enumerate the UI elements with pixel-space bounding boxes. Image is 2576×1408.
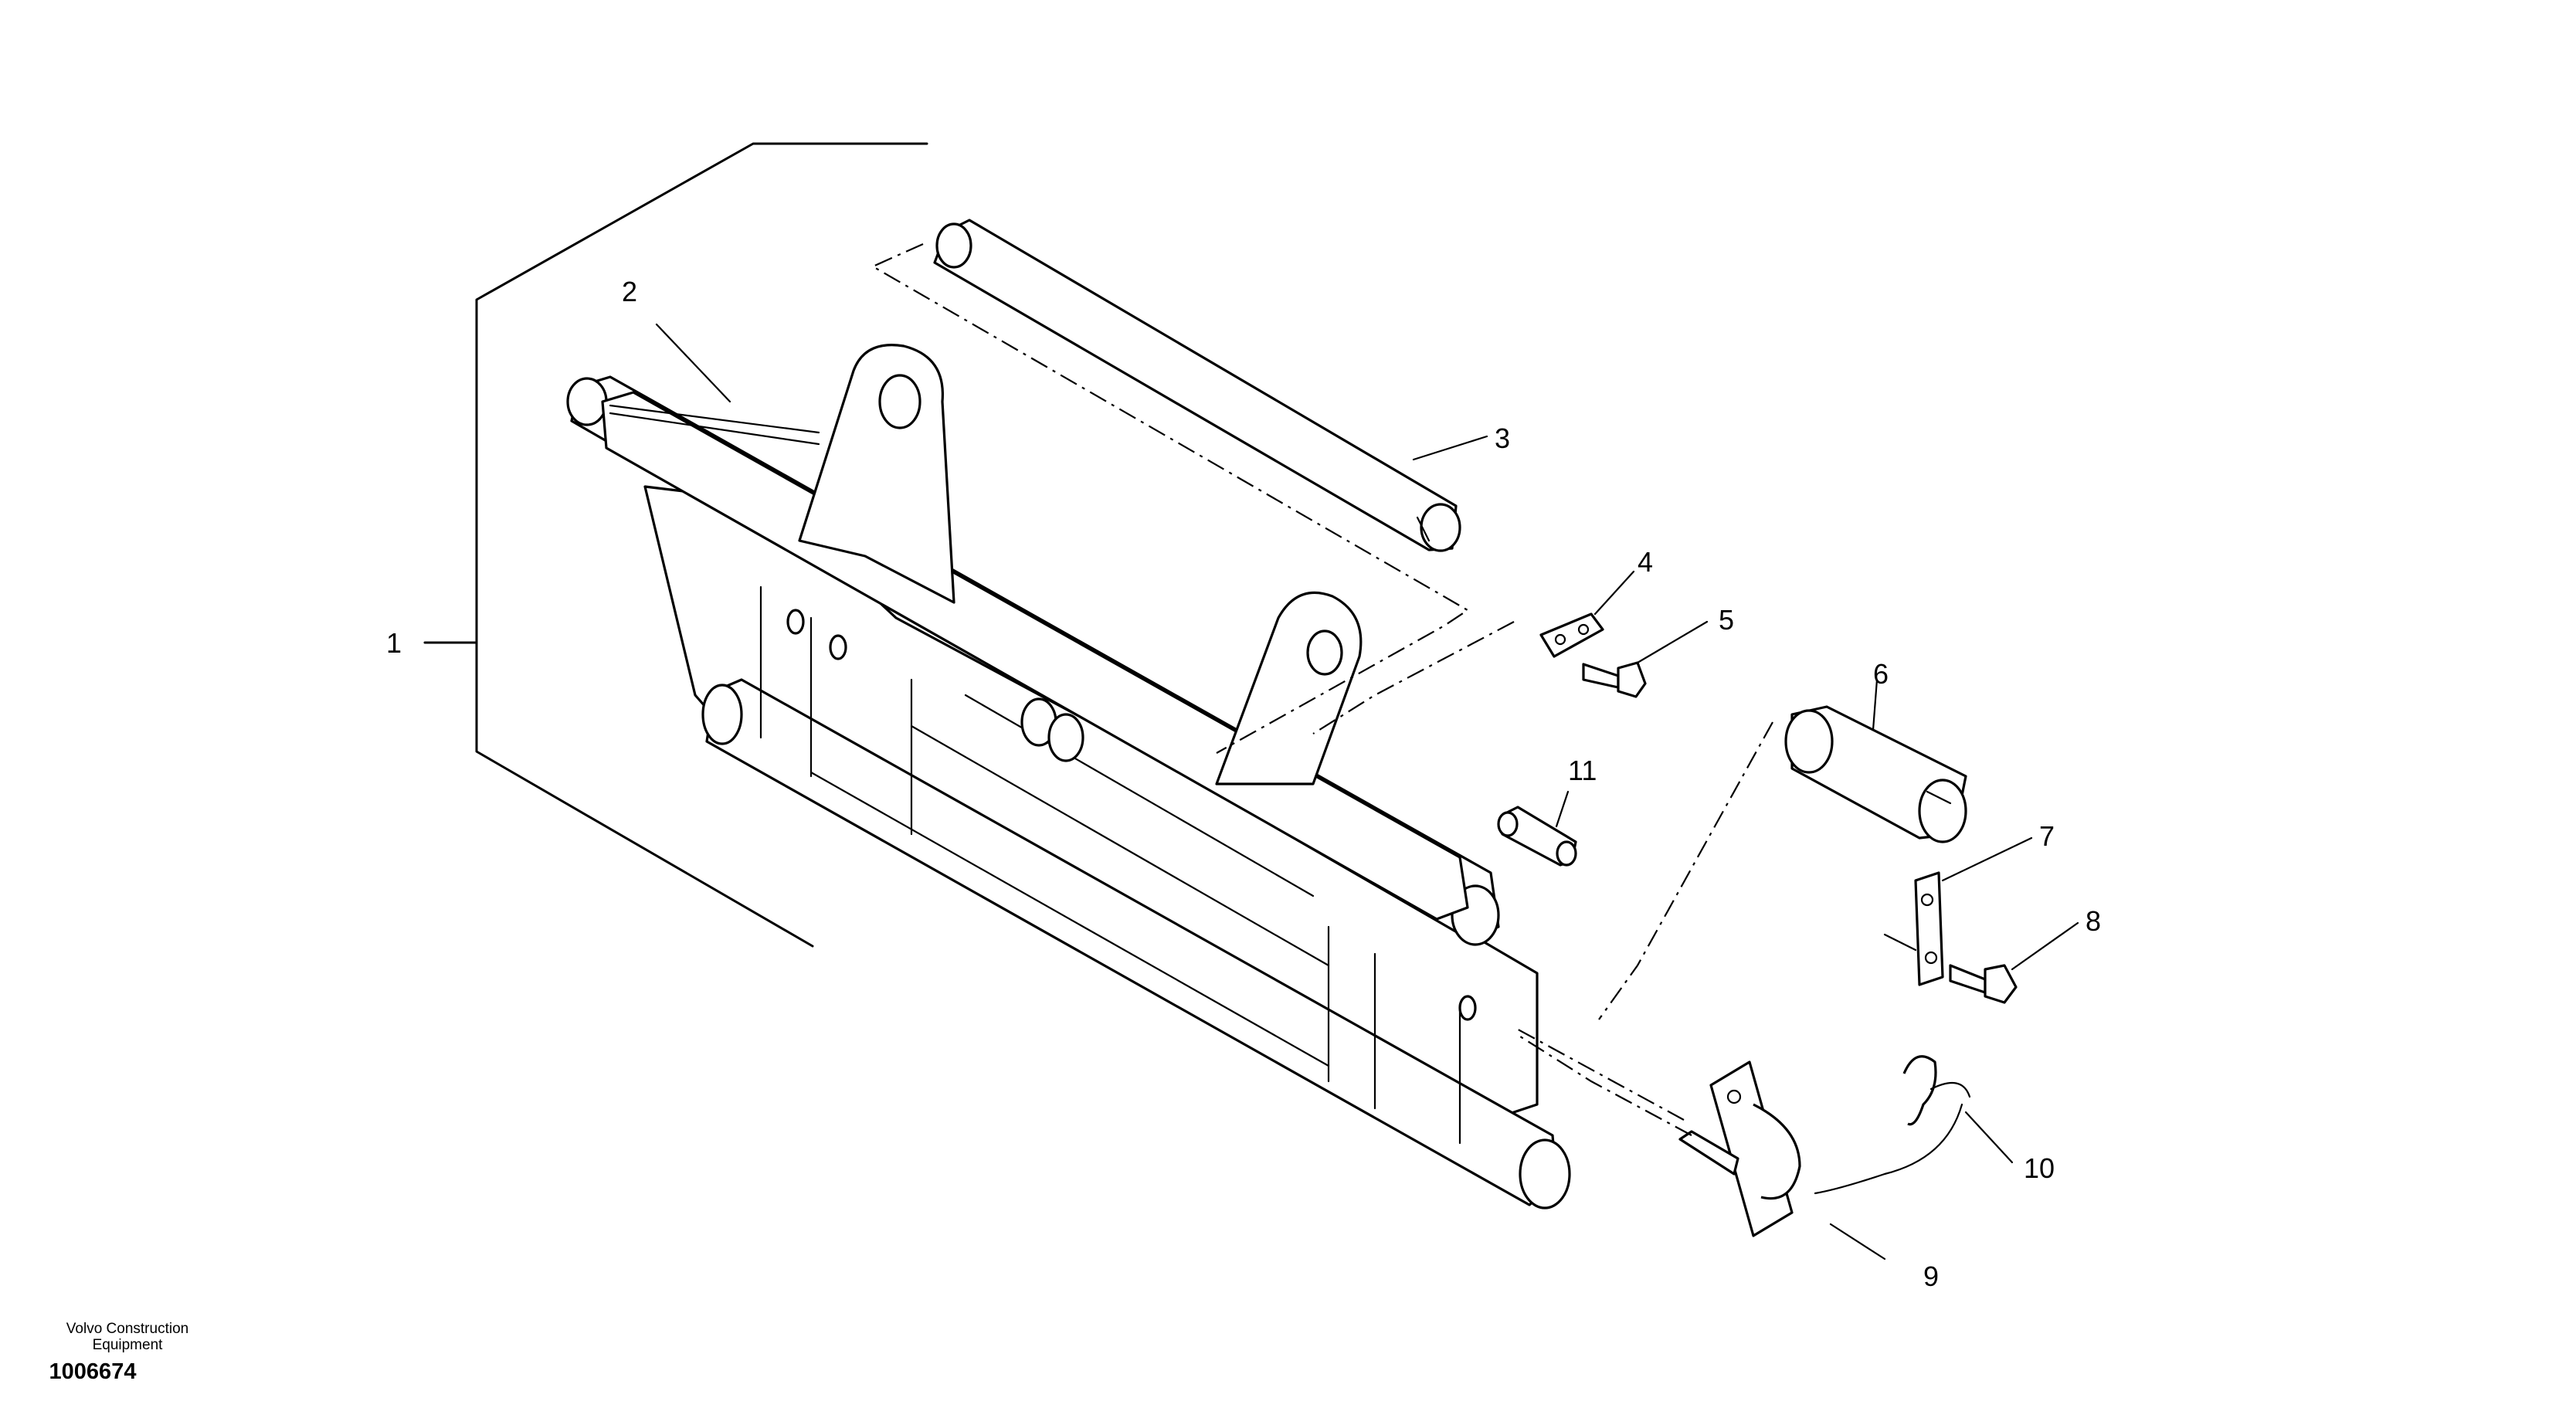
document-number: 1006674	[49, 1359, 137, 1384]
handle-pin	[1513, 1026, 1801, 1237]
lock-plate	[1312, 612, 1604, 735]
small-pin	[1497, 806, 1577, 867]
clip-chain	[1814, 1055, 1971, 1195]
callout-5: 5	[1719, 604, 1734, 636]
callout-8: 8	[2086, 905, 2101, 937]
bolt-5	[1582, 661, 1647, 698]
callout-9: 9	[1923, 1260, 1939, 1292]
bushing	[1598, 705, 1967, 1020]
plate-7	[1883, 871, 1944, 986]
brand-caption: Volvo Construction Equipment	[23, 1321, 232, 1353]
callout-7: 7	[2039, 820, 2055, 852]
brand-line-1: Volvo Construction	[66, 1321, 189, 1337]
long-pin	[871, 219, 1470, 754]
callout-6: 6	[1873, 658, 1889, 690]
callout-11: 11	[1568, 755, 1597, 786]
bolt-8	[1949, 964, 2018, 1004]
callout-2: 2	[622, 276, 637, 307]
frame-assembly	[566, 344, 1571, 1210]
brand-line-2: Equipment	[92, 1337, 163, 1353]
callout-3: 3	[1495, 422, 1510, 454]
callout-10: 10	[2024, 1152, 2055, 1184]
leader-lines	[655, 323, 2079, 1260]
callout-1: 1	[386, 627, 402, 659]
callout-4: 4	[1638, 546, 1653, 578]
assembly-bracket	[423, 142, 928, 948]
